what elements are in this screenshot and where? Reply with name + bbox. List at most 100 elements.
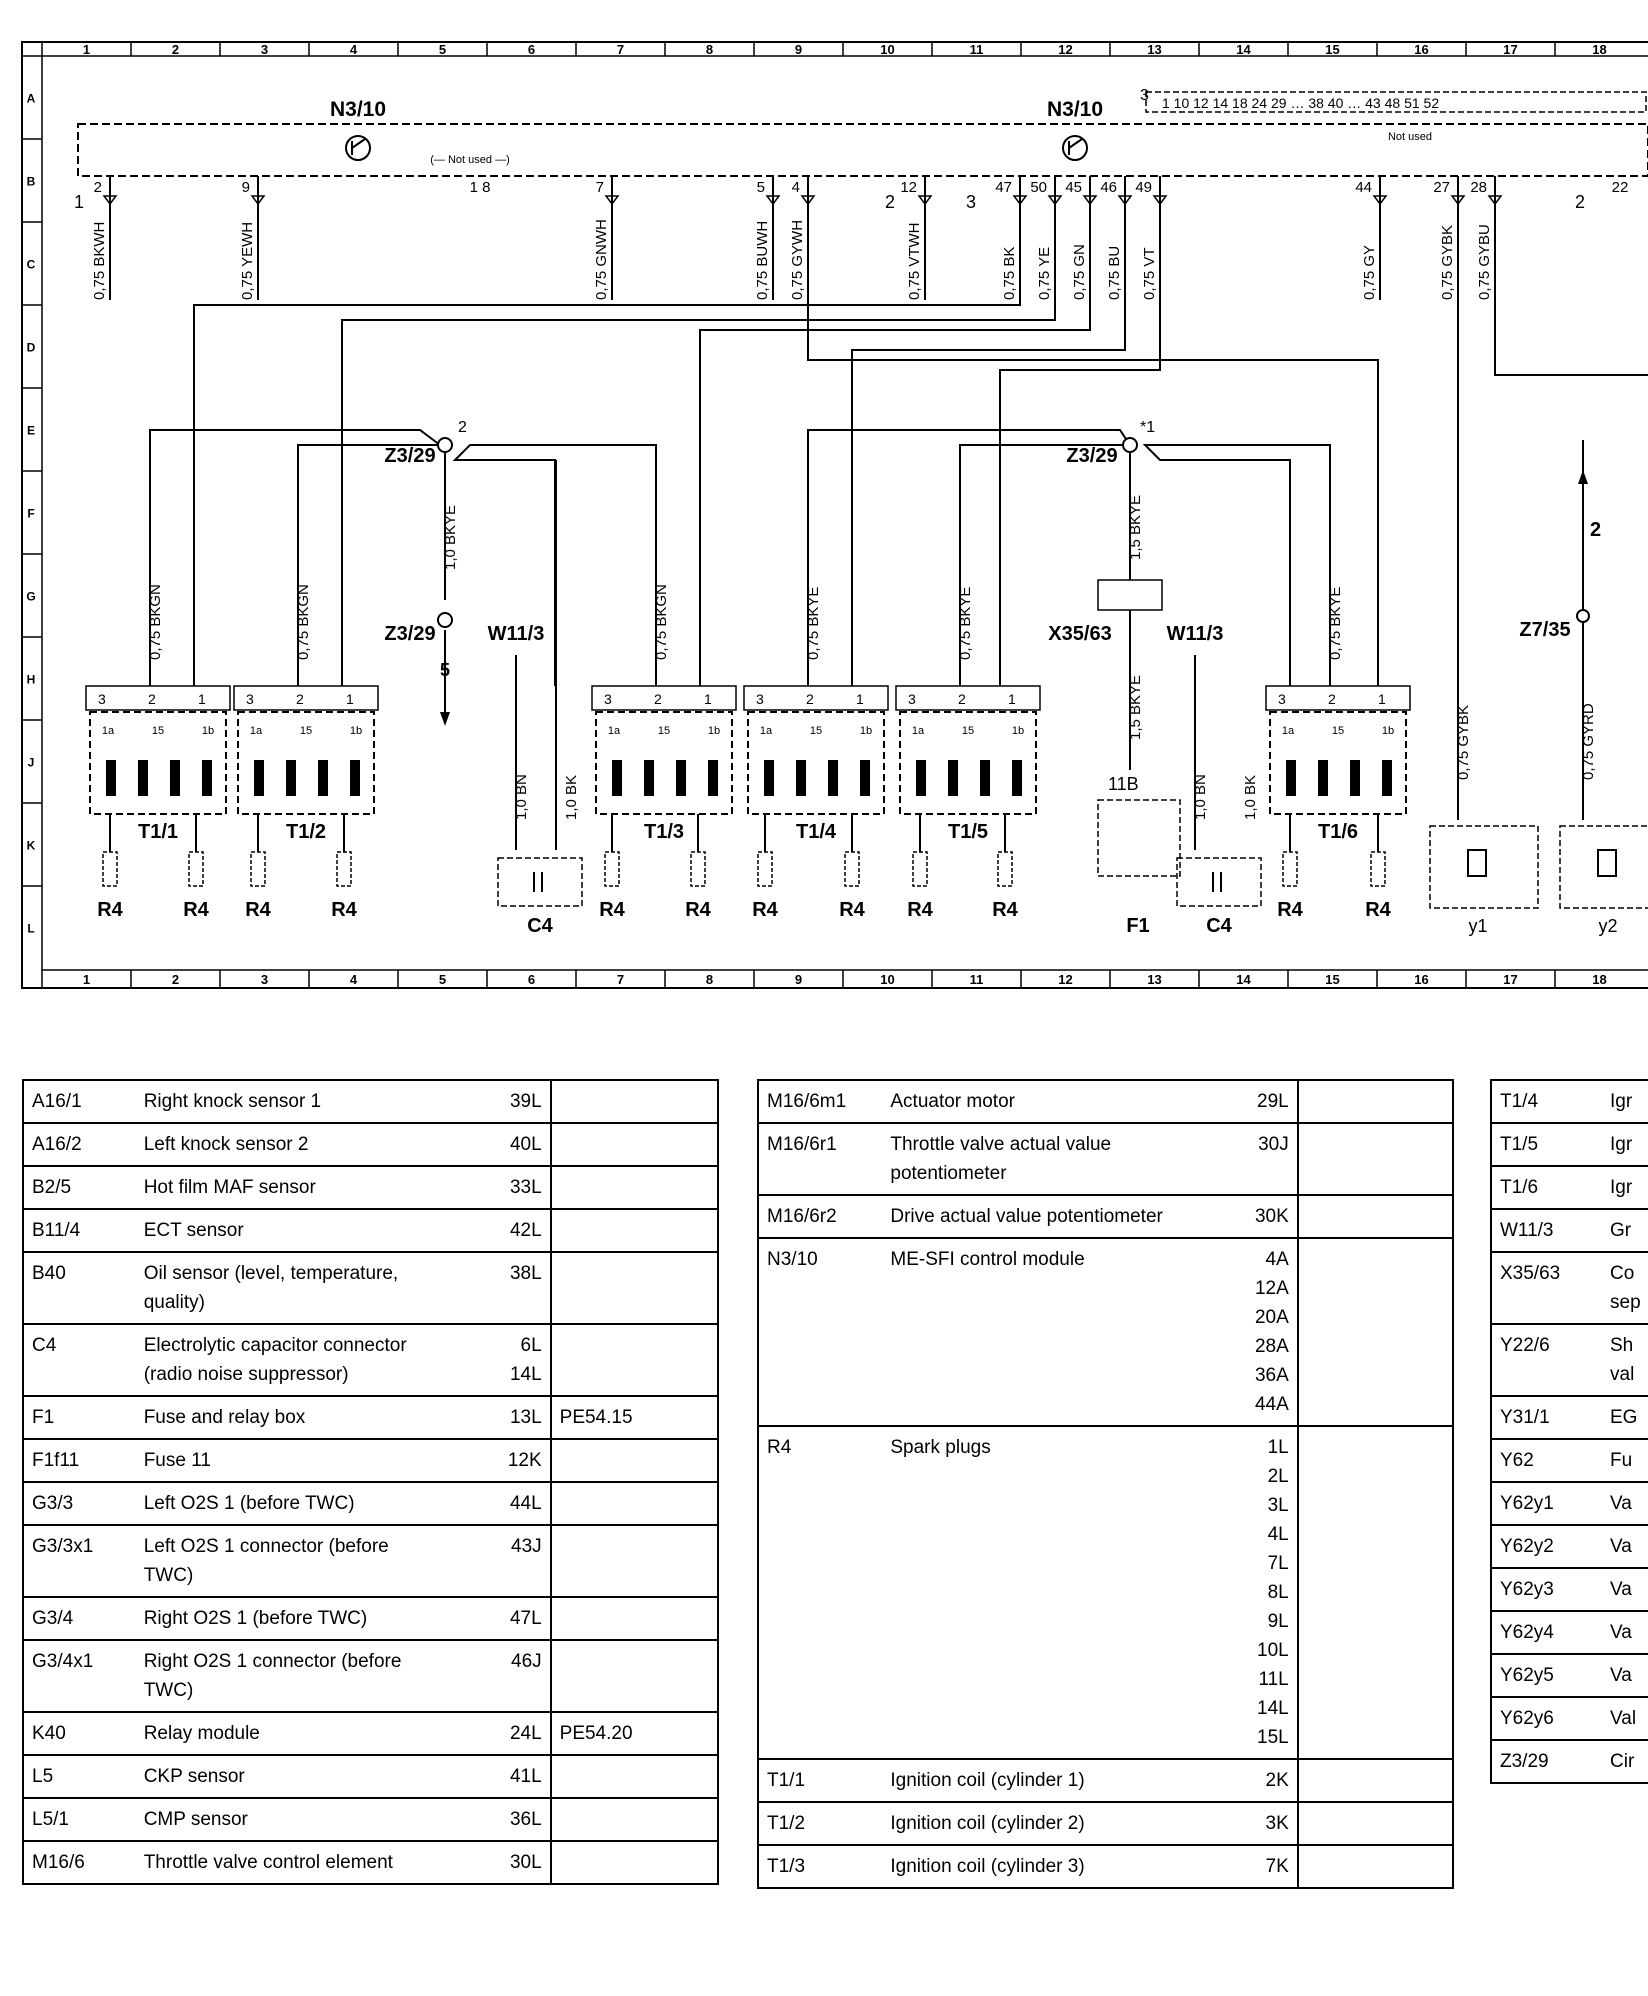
wire-color-label: 1,0 BN [513,774,530,820]
splice-icon [437,437,453,453]
legend-code: A16/1 [22,1079,136,1124]
pin-connector-icon [765,195,781,206]
wire-color-label: 0,75 BK [1001,247,1018,300]
spark-plug-icon [844,851,860,887]
coil-winding [202,760,212,796]
grid-col-bottom: 7 [617,972,624,987]
legend-reference [549,1438,720,1483]
coil-pin: 3 [1278,691,1286,707]
spark-plug-label: R4 [839,899,865,921]
grid-col-top: 17 [1503,42,1517,57]
legend-location: 40L [489,1122,552,1167]
coil-winding [1012,760,1022,796]
grid-col-top: 5 [439,42,446,57]
wire-color-label: 1,0 BK [563,775,580,820]
grid-col-bottom: 16 [1414,972,1428,987]
legend-code: R4 [756,1425,883,1760]
legend-reference [549,1639,720,1713]
legend-code: Y62y6 [1490,1696,1602,1741]
legend-description: Electrolytic capacitor connector(radio n… [135,1323,490,1397]
pin-number: 44 [1355,179,1372,196]
coil-winding [286,760,296,796]
coil-inner-pin: 15 [1332,725,1344,737]
capacitor-icon [497,857,583,907]
grid-col-bottom: 15 [1325,972,1339,987]
legend-reference [549,1596,720,1641]
legend-location: 43J [489,1524,552,1598]
pin-label: 2 [885,192,895,212]
legend-description: Right O2S 1 (before TWC) [135,1596,490,1641]
legend-location: 41L [489,1754,552,1799]
coil-inner-pin: 1b [202,725,214,737]
spark-plug-icon [188,851,204,887]
wire-color-label: 0,75 VTWH [906,222,923,300]
transistor-icon [1062,135,1088,161]
spark-plug-icon [1370,851,1386,887]
splice-label: Z3/29 [384,623,435,645]
coil-inner-pin: 15 [658,725,670,737]
grid-row: C [27,258,36,272]
splice-icon [437,612,453,628]
coil-inner-pin: 1a [608,725,621,737]
grid-row: D [27,341,36,355]
grid-row: K [27,839,36,853]
legend-code: L5 [22,1754,136,1799]
ignition-coil [899,711,1037,815]
pin-connector-icon [102,195,118,206]
legend-reference [549,1208,720,1253]
legend-location: 2K [1237,1758,1299,1803]
pin-number: 47 [995,179,1012,196]
wire [1142,444,1331,686]
pin-number: 49 [1135,179,1152,196]
legend-reference [1296,1237,1455,1427]
grid-col-bottom: 12 [1058,972,1072,987]
pin-connector-icon [1012,195,1028,206]
wire [149,429,441,650]
legend-reference [1296,1801,1455,1846]
valve-icon [1597,849,1617,877]
coil-winding [1286,760,1296,796]
wire [851,300,1126,686]
ignition-coil [595,711,733,815]
wire-color-label: 0,75 VT [1141,247,1158,300]
wire-color-label: 0,75 BUWH [754,221,771,300]
grid-col-top: 15 [1325,42,1339,57]
spark-plug-icon [250,851,266,887]
legend-description: Throttle valve control element [135,1840,490,1885]
pin-connector-icon [1450,195,1466,206]
wires [109,176,1648,852]
wire-color-label: 1,5 BKYE [1127,675,1144,740]
splice-pin: 2 [458,419,467,436]
coil-winding [1382,760,1392,796]
legend-code: C4 [22,1323,136,1397]
coil-pin: 3 [246,691,254,707]
spark-plug-icon [912,851,928,887]
pin-number: 1 8 [470,179,491,196]
ignition-coil [237,711,375,815]
grid-col-bottom: 14 [1236,972,1251,987]
legend-code: X35/63 [1490,1251,1602,1325]
wire-color-label: 1,0 BN [1192,774,1209,820]
outer-border [21,41,1648,989]
pin-number: 46 [1100,179,1117,196]
grid-col-bottom: 11 [970,972,984,987]
legend-description: Va [1602,1567,1648,1612]
splice-icon [1122,437,1138,453]
pin-number: 22 [1612,179,1629,196]
ignition-coil [747,711,885,815]
legend-reference [1296,1079,1455,1124]
inner-border [41,55,1648,971]
legend-description: Drive actual value potentiometer [882,1194,1238,1239]
coil-inner-pin: 1a [1282,725,1295,737]
